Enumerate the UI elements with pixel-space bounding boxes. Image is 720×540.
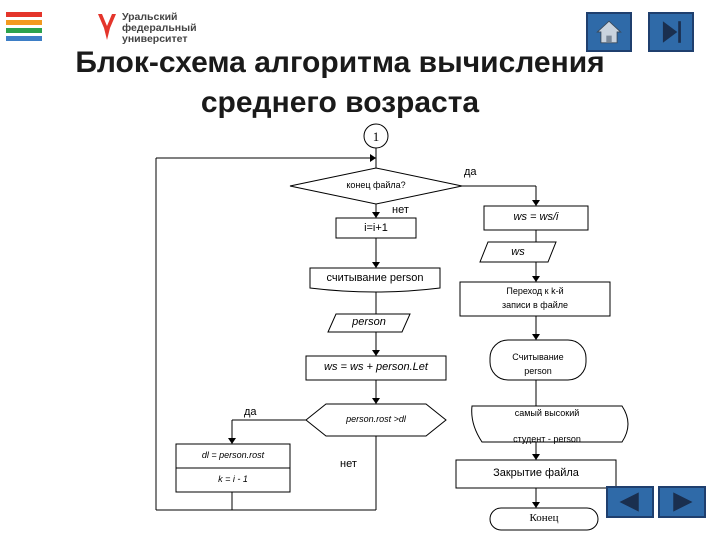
logo-line-2: федеральный — [122, 22, 197, 34]
read2-label-2: person — [524, 366, 552, 376]
eof-no-label: нет — [392, 204, 409, 216]
goto-box — [459, 281, 611, 317]
end-label: Конец — [529, 512, 559, 524]
tallest-label-2: студент - person — [513, 434, 581, 444]
rost-no-label: нет — [340, 458, 357, 470]
sum-label: ws = ws + person.Let — [324, 361, 428, 373]
logo-line-3: университет — [122, 33, 188, 45]
triangle-right-icon — [673, 492, 693, 512]
decision-rost-label: person.rost >dl — [346, 414, 406, 424]
connector-label: 1 — [372, 129, 380, 144]
read2-shape — [489, 339, 587, 381]
read-person-shape — [309, 267, 441, 293]
decision-eof-label: конец файла? — [346, 180, 406, 190]
assign-k-label: k = i - 1 — [218, 474, 248, 484]
logo-stripes-icon — [6, 12, 42, 41]
person-data-label: person — [352, 316, 386, 328]
university-logo-icon — [98, 14, 116, 40]
skip-to-end-icon — [662, 21, 681, 43]
home-icon — [596, 20, 622, 44]
tallest-output-shape — [471, 405, 629, 443]
triangle-left-icon — [619, 492, 639, 512]
home-button[interactable] — [586, 12, 632, 52]
next-slide-button[interactable] — [658, 486, 706, 518]
page-title-line-2: среднего возраста — [200, 86, 480, 119]
increment-label: i=i+1 — [364, 222, 388, 234]
read2-label-1: Считывание — [512, 352, 564, 362]
decision-rost-shape — [305, 403, 447, 437]
logo-line-1: Уральский — [122, 11, 178, 23]
average-label: ws = ws/i — [513, 211, 559, 223]
close-file-label: Закрытие файла — [493, 467, 579, 479]
eof-yes-label: да — [464, 166, 477, 178]
assign-dl-label: dl = person.rost — [201, 450, 265, 460]
rost-yes-label: да — [244, 406, 257, 418]
read-person-label: считывание person — [326, 272, 424, 284]
end-terminal — [489, 507, 599, 531]
prev-slide-button[interactable] — [606, 486, 654, 518]
ws-output-shape — [479, 241, 557, 263]
page-title-line-1: Блок-схема алгоритма вычисления — [75, 46, 605, 79]
person-data-shape — [327, 313, 411, 333]
last-slide-button[interactable] — [648, 12, 694, 52]
goto-label-1: Переход к k-й — [506, 286, 564, 296]
tallest-label-1: самый высокий — [514, 408, 580, 418]
goto-label-2: записи в файле — [501, 300, 569, 310]
ws-output-label: ws — [511, 246, 525, 258]
